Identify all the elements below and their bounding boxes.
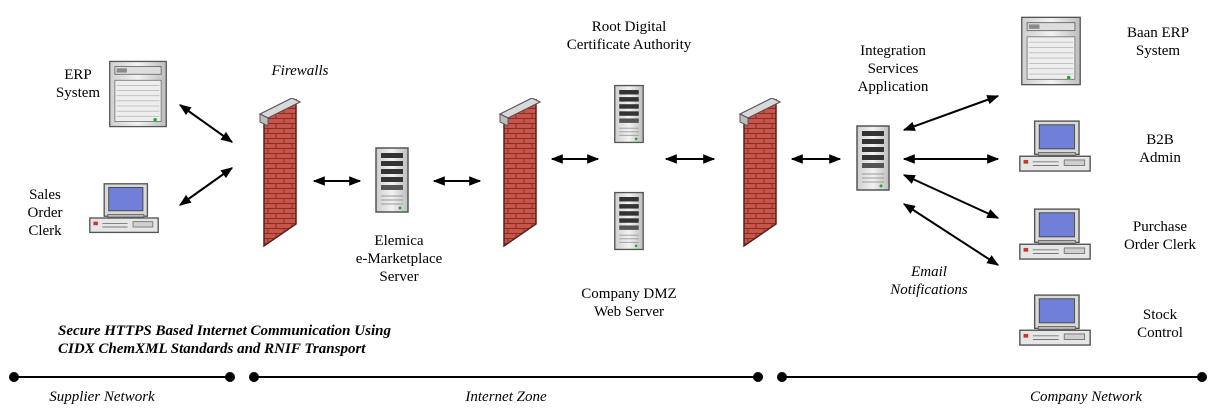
zone-dots <box>9 372 1207 382</box>
erp-server-icon <box>108 60 168 128</box>
arrow-erp-firewall <box>179 104 233 143</box>
arrow-isa-stock <box>902 203 1000 266</box>
company-network-label: Company Network <box>1029 389 1143 405</box>
arrow-isa-baan <box>902 95 1000 131</box>
supplier-network-label: Supplier Network <box>49 389 155 405</box>
integration-server-icon <box>856 125 890 191</box>
firewalls-label: Firewalls <box>271 63 329 79</box>
baan-erp-server-icon <box>1021 16 1081 86</box>
firewall-1-icon <box>259 98 301 247</box>
stock-control-workstation-icon <box>1019 294 1091 346</box>
connections <box>179 95 1000 266</box>
firewall-2-icon <box>499 98 541 247</box>
elemica-server-icon <box>375 147 409 213</box>
root-ca-server-icon <box>614 84 644 144</box>
internet-zone-label: Internet Zone <box>465 389 547 405</box>
dmz-web-server-icon <box>613 191 645 251</box>
firewall-3-icon <box>739 98 781 247</box>
secure-communication-caption: Secure HTTPS Based Internet Communicatio… <box>58 323 391 357</box>
arrow-sales-firewall <box>179 167 233 206</box>
b2b-admin-workstation-icon <box>1019 120 1091 172</box>
arrow-isa-purchase <box>902 174 1000 219</box>
sales-clerk-workstation-icon <box>89 183 159 234</box>
purchase-clerk-workstation-icon <box>1019 208 1091 260</box>
